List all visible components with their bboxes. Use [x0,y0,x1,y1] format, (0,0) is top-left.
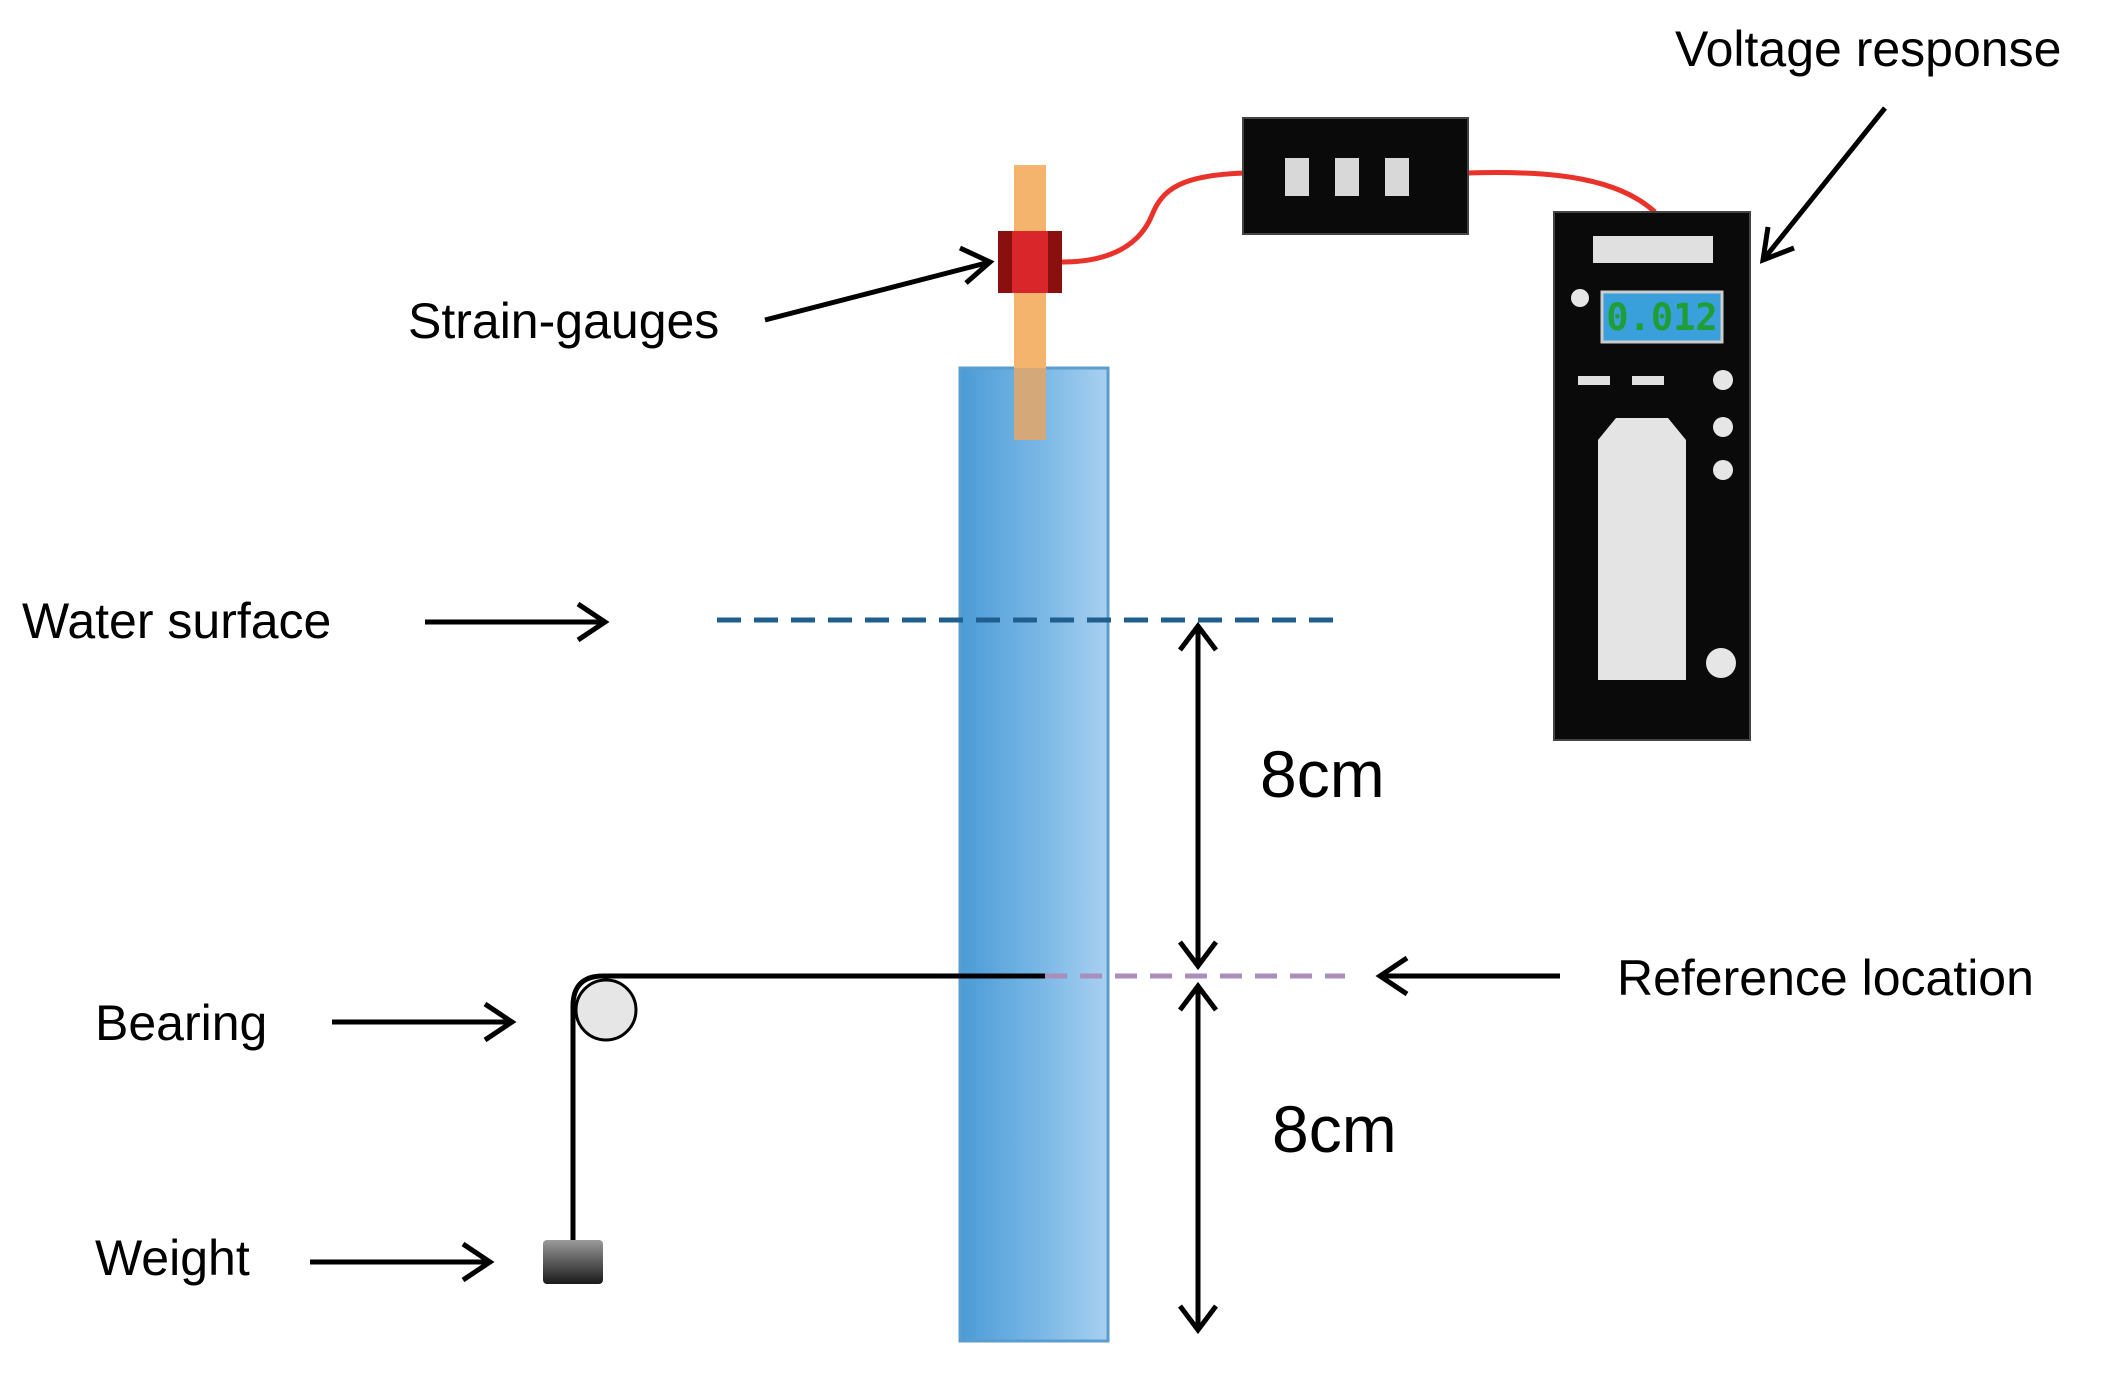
voltmeter-button-3 [1713,460,1733,480]
wire-gauge-to-amplifier [1061,170,1246,265]
water-surface-arrow [425,601,610,643]
amplifier-box [1242,117,1469,235]
amplifier-slot-2 [1335,158,1359,196]
amplifier-slot-1 [1285,158,1309,196]
rod-submerged [1014,368,1046,440]
voltmeter-indicator-dot [1571,289,1589,307]
voltmeter-reading: 0.012 [1606,296,1717,339]
voltmeter-key-2 [1632,376,1664,385]
voltage-response-label: Voltage response [1675,21,2061,77]
amplifier-slot-3 [1385,158,1409,196]
upper-dimension-arrow [1178,621,1218,971]
reference-location-arrow [1375,955,1560,997]
upper-distance-label: 8cm [1260,737,1385,811]
voltmeter-screen [1598,418,1686,680]
bearing-arrow [332,1001,517,1043]
voltage-response-arrow [1759,106,1887,264]
strain-gauges-label: Strain-gauges [408,293,719,349]
voltmeter-dial [1706,648,1736,678]
wire-amplifier-to-meter [1467,170,1657,214]
bearing-pulley [574,978,638,1042]
lower-dimension-arrow [1178,981,1218,1335]
voltmeter-top-panel [1593,236,1713,263]
strain-gauge-right [1048,231,1062,293]
lower-distance-label: 8cm [1272,1092,1397,1166]
weight-arrow [310,1241,495,1283]
voltmeter-button-2 [1713,417,1733,437]
reference-location-label: Reference location [1617,950,2034,1006]
strain-gauges-arrow [764,245,995,323]
water-column [958,366,1110,1343]
bearing-label: Bearing [95,995,267,1051]
voltmeter-button-1 [1713,370,1733,390]
strain-gauge-left [998,231,1012,293]
weight-block [543,1240,603,1284]
weight-label: Weight [95,1230,250,1286]
voltmeter-key-1 [1578,376,1610,385]
cable [570,973,1045,1250]
voltmeter-display [1600,290,1724,344]
water-surface-label: Water surface [22,593,331,649]
